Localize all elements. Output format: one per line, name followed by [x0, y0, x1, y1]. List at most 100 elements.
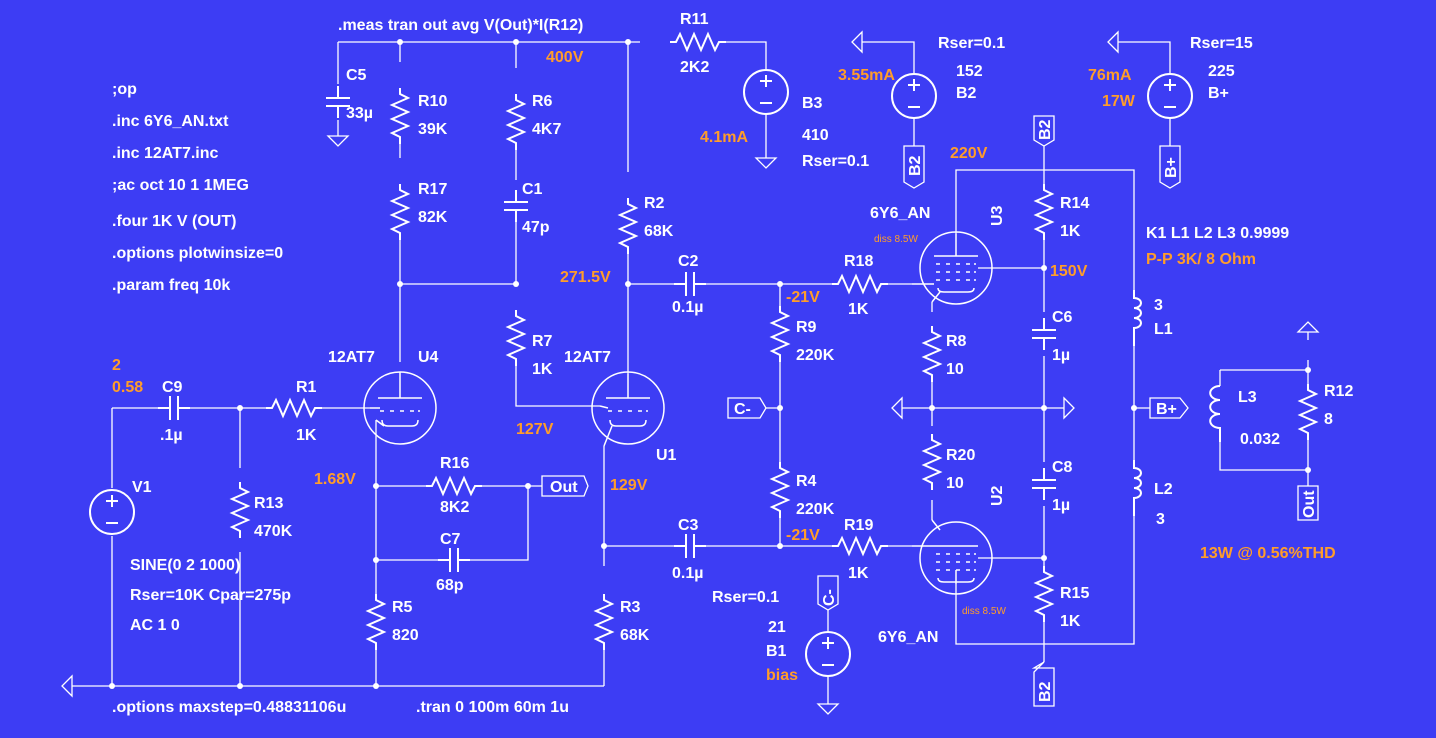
out-flag: Out [550, 479, 578, 496]
r9-label: R9 [796, 319, 817, 336]
voltage-271v: 271.5V [560, 269, 611, 286]
r11-label: R11 [680, 11, 709, 28]
c1-label: C1 [522, 181, 543, 198]
u1-label: U1 [656, 447, 677, 464]
b2-flag-u3-shape [1033, 115, 1055, 147]
b3-rser: Rser=0.1 [802, 153, 869, 170]
r3-label: R3 [620, 599, 641, 616]
u2-label: U2 [989, 485, 1006, 506]
r20-label: R20 [946, 447, 975, 464]
r19-label: R19 [844, 517, 873, 534]
r12-value: 8 [1324, 411, 1333, 428]
b2-flag-u2: B2 [1037, 681, 1054, 702]
l3-label: L3 [1238, 389, 1257, 406]
c9-label: C9 [162, 379, 183, 396]
r9-value: 220K [796, 347, 835, 364]
r2-value: 68K [644, 223, 674, 240]
r10-label: R10 [418, 93, 447, 110]
c9-value: .1µ [160, 427, 183, 444]
r10-value: 39K [418, 121, 448, 138]
c3-value: 0.1µ [672, 565, 703, 582]
r17-label: R17 [418, 181, 447, 198]
out-flag-shape [541, 475, 589, 497]
c2-label: C2 [678, 253, 699, 270]
r12-label: R12 [1324, 383, 1353, 400]
b2-value: 152 [956, 63, 983, 80]
cminus-flag-shape [727, 397, 767, 419]
voltage-220v: 220V [950, 145, 988, 162]
resistors [231, 33, 1317, 651]
options-step-directive: .options maxstep=0.48831106u [112, 699, 346, 716]
bplus-label: B+ [1208, 85, 1229, 102]
r18-value: 1K [848, 301, 869, 318]
c7-label: C7 [440, 531, 461, 548]
l2-value: 3 [1156, 511, 1165, 528]
r13-label: R13 [254, 495, 283, 512]
r19-value: 1K [848, 565, 869, 582]
cminus-flag: C- [734, 401, 751, 418]
voltage-150v: 150V [1050, 263, 1088, 280]
u3-label: U3 [989, 205, 1006, 226]
r6-value: 4K7 [532, 121, 561, 138]
bplus-flag-source: B+ [1163, 157, 1180, 178]
r6-label: R6 [532, 93, 553, 110]
r16-value: 8K2 [440, 499, 469, 516]
b2-rser: Rser=0.1 [938, 35, 1005, 52]
net-flags [541, 115, 1319, 707]
u2-diss: diss 8.5W [962, 606, 1006, 617]
voltage-127v: 127V [516, 421, 554, 438]
b1-rser: Rser=0.1 [712, 589, 779, 606]
r13-value: 470K [254, 523, 293, 540]
ground-symbols [61, 31, 1319, 715]
b2-label: B2 [956, 85, 977, 102]
u3-model: 6Y6_AN [870, 205, 930, 222]
four-directive: .four 1K V (OUT) [112, 213, 236, 230]
b2-flag-u2-shape [1031, 661, 1055, 707]
b1-value: 21 [768, 619, 786, 636]
c7-value: 68p [436, 577, 464, 594]
r3-value: 68K [620, 627, 650, 644]
r14-label: R14 [1060, 195, 1089, 212]
r5-label: R5 [392, 599, 413, 616]
u2-model: 6Y6_AN [878, 629, 938, 646]
voltage-neg21-bottom: -21V [786, 527, 820, 544]
r18-label: R18 [844, 253, 873, 270]
bplus-flag-shape [1149, 397, 1189, 419]
cminus-flag-b1: C- [821, 589, 838, 606]
result-note: 13W @ 0.56%THD [1200, 545, 1336, 562]
v1-ac: AC 1 0 [130, 617, 180, 634]
r8-value: 10 [946, 361, 964, 378]
v1-params: Rser=10K Cpar=275p [130, 587, 291, 604]
r2-label: R2 [644, 195, 665, 212]
bplus-flag-src-shape [1159, 145, 1181, 189]
r4-value: 220K [796, 501, 835, 518]
u1-model: 12AT7 [564, 349, 611, 366]
b2-flag-u3: B2 [1037, 119, 1054, 140]
out-flag-r12-shape [1297, 485, 1319, 521]
c5-value: 33µ [346, 105, 373, 122]
u4-label: U4 [418, 349, 439, 366]
v1-amplitude-value: 0.58 [112, 379, 143, 396]
bplus-flag: B+ [1156, 401, 1177, 418]
r7-label: R7 [532, 333, 553, 350]
c6-value: 1µ [1052, 347, 1070, 364]
b1-bias: bias [766, 667, 798, 684]
options-plot-directive: .options plotwinsize=0 [112, 245, 283, 262]
r15-label: R15 [1060, 585, 1089, 602]
r4-label: R4 [796, 473, 817, 490]
tran-directive: .tran 0 100m 60m 1u [416, 699, 569, 716]
b2-flag-b2-shape [903, 145, 925, 189]
b1-label: B1 [766, 643, 787, 660]
ac-directive: ;ac oct 10 1 1MEG [112, 177, 249, 194]
v1-label: V1 [132, 479, 152, 496]
r14-value: 1K [1060, 223, 1081, 240]
r20-value: 10 [946, 475, 964, 492]
c8-value: 1µ [1052, 497, 1070, 514]
wiring [80, 41, 1309, 696]
r7-value: 1K [532, 361, 553, 378]
b3-value: 410 [802, 127, 829, 144]
r15-value: 1K [1060, 613, 1081, 630]
u3-diss: diss 8.5W [874, 234, 918, 245]
voltage-400v: 400V [546, 49, 584, 66]
